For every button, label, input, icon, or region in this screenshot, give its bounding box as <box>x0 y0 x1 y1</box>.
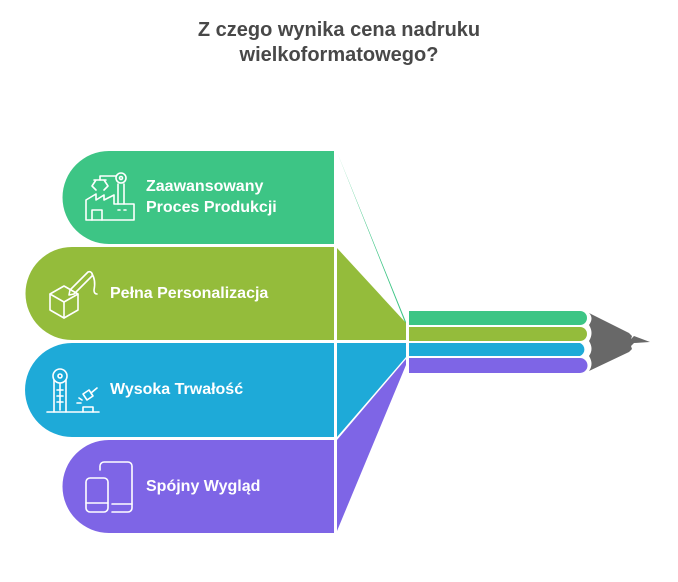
item-label-full-personalization: Pełna Personalizacja <box>110 283 268 304</box>
phone-tablet-devices-icon <box>85 461 133 513</box>
item-label-line: Proces Produkcji <box>146 199 277 216</box>
band-olive <box>25 247 334 340</box>
box-pen-icon <box>49 270 98 319</box>
stripe-olive <box>409 327 587 341</box>
title-line-2: wielkoformatowego? <box>239 44 439 66</box>
funnel-blue <box>337 343 406 437</box>
stripe-blue <box>409 343 585 356</box>
item-label-line: Zaawansowany <box>146 178 264 195</box>
funnel-green <box>337 152 406 325</box>
item-label-line: Wysoka Trwałość <box>110 381 244 398</box>
stripe-green <box>409 311 587 325</box>
item-label-consistent-look: Spójny Wygląd <box>146 476 260 497</box>
item-label-line: Spójny Wygląd <box>146 478 261 495</box>
band-blue <box>25 343 335 437</box>
strength-tester-hammer-icon <box>46 368 100 413</box>
title-line-1: Z czego wynika cena nadruku <box>197 19 481 41</box>
pencil-tip <box>589 313 650 371</box>
funnel-olive <box>337 248 406 340</box>
item-label-line: Pełna Personalizacja <box>110 285 269 302</box>
item-label-advanced-production: Zaawansowany Proces Produkcji <box>146 176 277 218</box>
stripe-purple <box>409 358 588 373</box>
item-label-high-durability: Wysoka Trwałość <box>110 379 243 400</box>
factory-robot-arm-icon <box>85 172 135 221</box>
funnel-purple <box>337 359 406 531</box>
diagram-title: Z czego wynika cena nadruku wielkoformat… <box>0 18 678 68</box>
